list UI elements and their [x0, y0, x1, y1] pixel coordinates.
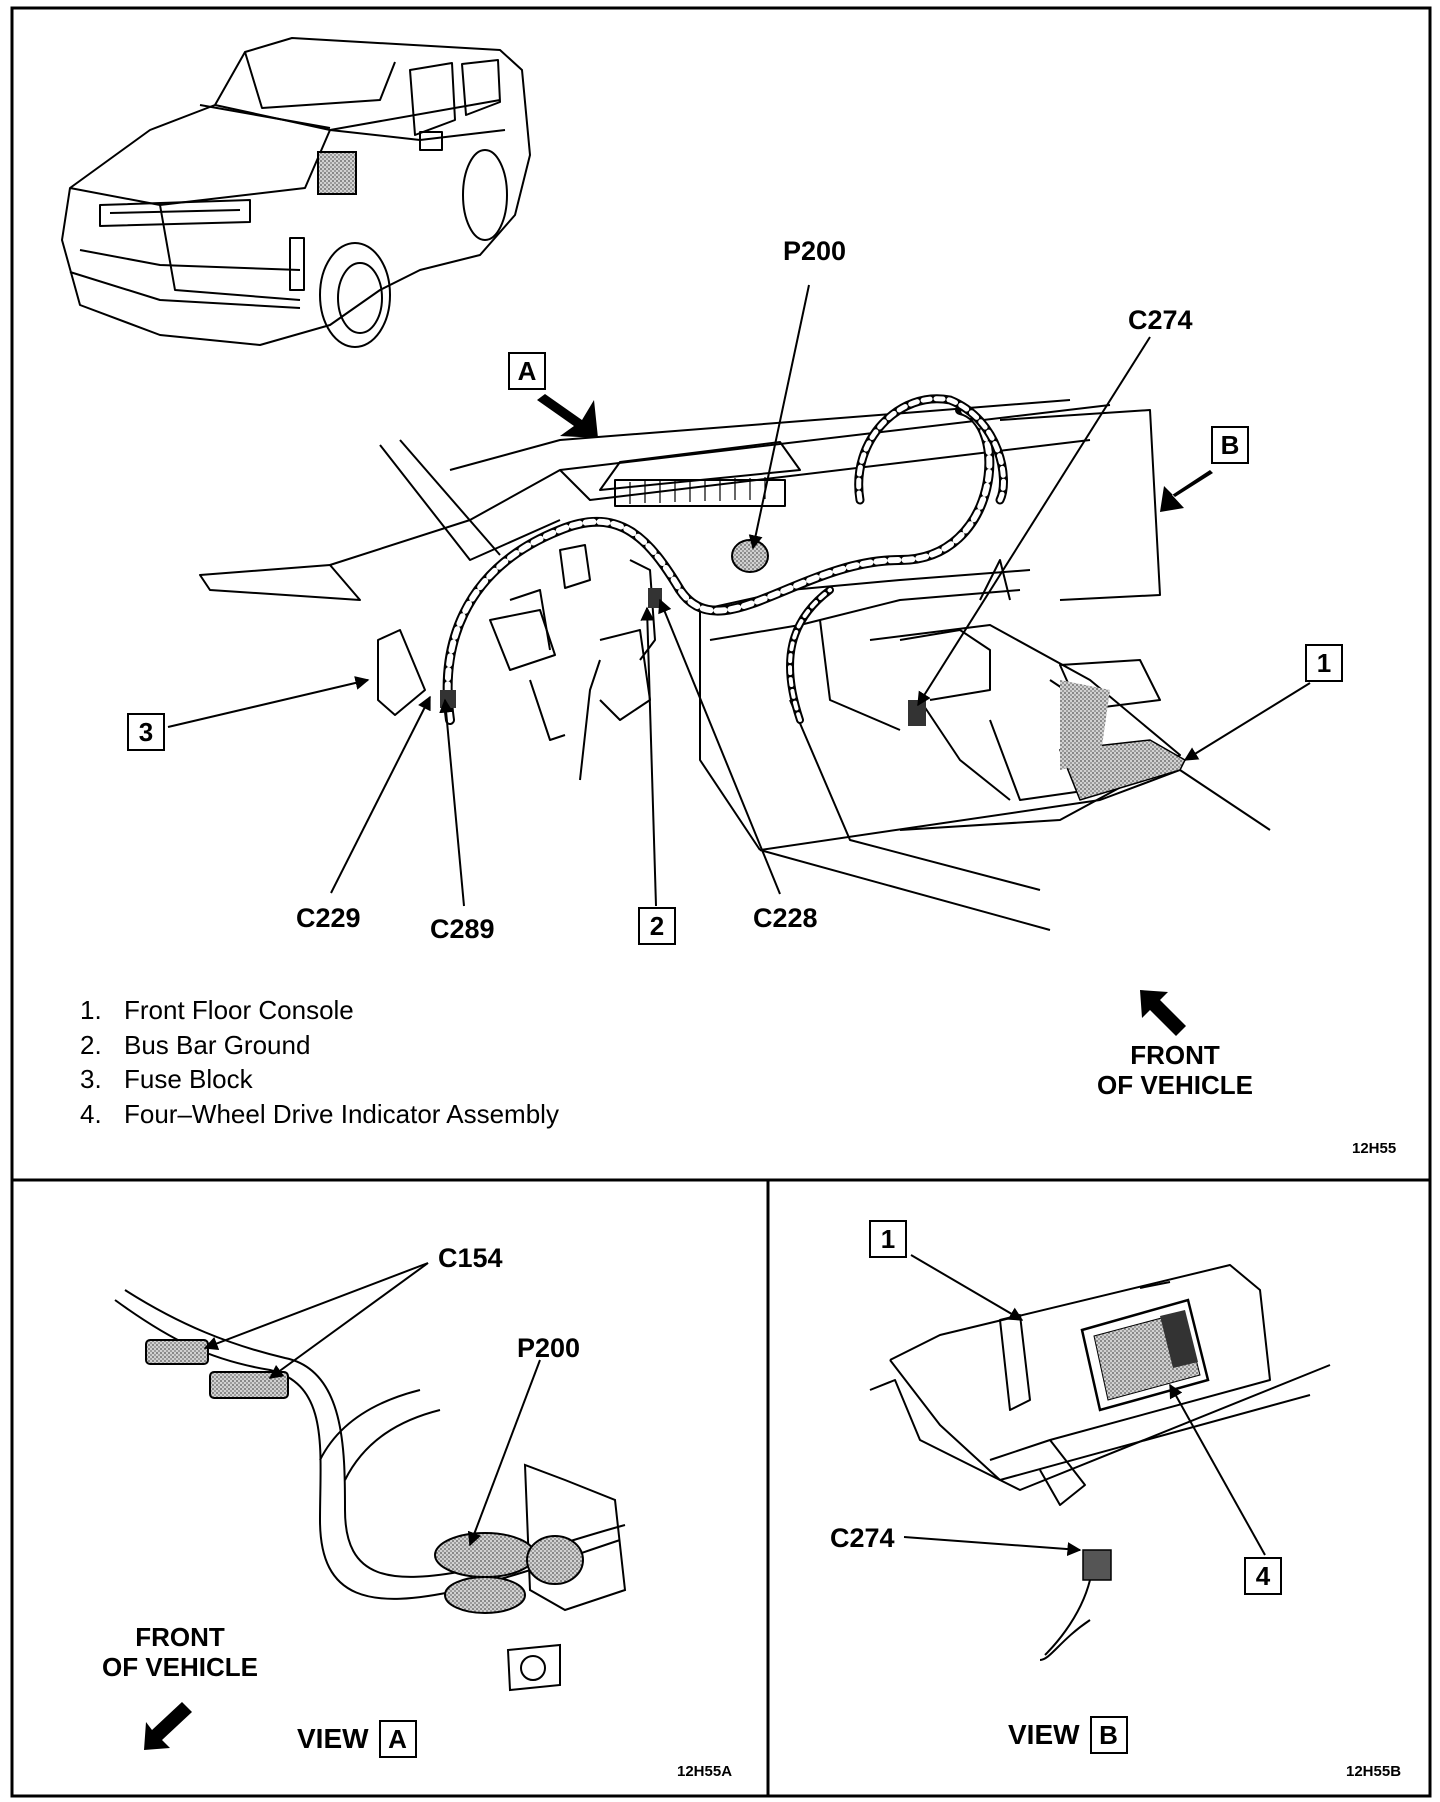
legend-item: 2.Bus Bar Ground [80, 1029, 311, 1060]
p200-grommet [731, 539, 769, 573]
callout-c289: C289 [430, 914, 495, 944]
item-marker-1: 1 [1305, 644, 1343, 682]
callout-c228: C228 [753, 903, 818, 933]
legend-item: 3.Fuse Block [80, 1064, 253, 1094]
front-of-vehicle-arrow [1140, 990, 1186, 1036]
view-b-leader-lines [903, 1254, 1266, 1557]
view-a-front-arrow [144, 1702, 192, 1750]
view-a-direction-arrow [537, 394, 598, 438]
item-marker-3: 3 [127, 713, 165, 751]
view-b-title: VIEW B [1008, 1716, 1128, 1754]
legend: 1.Front Floor Console 2.Bus Bar Ground 3… [80, 993, 559, 1131]
figure-code-view-b: 12H55B [1346, 1763, 1402, 1780]
callout-c154: C154 [438, 1243, 503, 1273]
view-marker-b: B [1211, 426, 1249, 464]
item-marker-2: 2 [638, 907, 676, 945]
view-a-connectors [145, 1339, 584, 1614]
c274-connector [908, 700, 926, 726]
view-a-front-label: FRONT OF VEHICLE [101, 1622, 258, 1682]
view-a-leader-lines [203, 1262, 541, 1547]
legend-item: 1.Front Floor Console [80, 995, 354, 1025]
console-shading-2 [1060, 680, 1110, 770]
callout-p200: P200 [783, 236, 847, 266]
callout-c229: C229 [296, 903, 361, 933]
figure-code-view-a: 12H55A [677, 1763, 733, 1780]
front-of-vehicle-label: FRONT OF VEHICLE [1096, 1040, 1253, 1100]
callout-c274-view-b: C274 [830, 1523, 895, 1553]
callout-c274: C274 [1128, 305, 1193, 335]
figure-code-main: 12H55 [1352, 1140, 1397, 1157]
wiring-harness [442, 394, 1008, 725]
legend-item: 4.Four–Wheel Drive Indicator Assembly [80, 1098, 559, 1129]
c289-connector [440, 690, 456, 708]
view-marker-a: A [508, 352, 546, 390]
view-b-marker-1: 1 [869, 1220, 907, 1258]
c274-connector-b [1082, 1549, 1112, 1581]
view-b-marker-4: 4 [1244, 1557, 1282, 1595]
callout-p200-view-a: P200 [517, 1333, 581, 1363]
view-b-artwork [869, 1264, 1331, 1661]
instrument-panel-scene [199, 399, 1271, 931]
panel-frames [10, 6, 1432, 1798]
c228-connector [648, 588, 662, 608]
view-a-title: VIEW A [297, 1720, 417, 1758]
vehicle-highlight-area [317, 151, 357, 195]
vehicle-sketch [61, 37, 531, 348]
view-b-direction-arrow [1160, 470, 1213, 512]
indicator-lens [1160, 1310, 1198, 1368]
main-leader-lines [167, 284, 1311, 907]
